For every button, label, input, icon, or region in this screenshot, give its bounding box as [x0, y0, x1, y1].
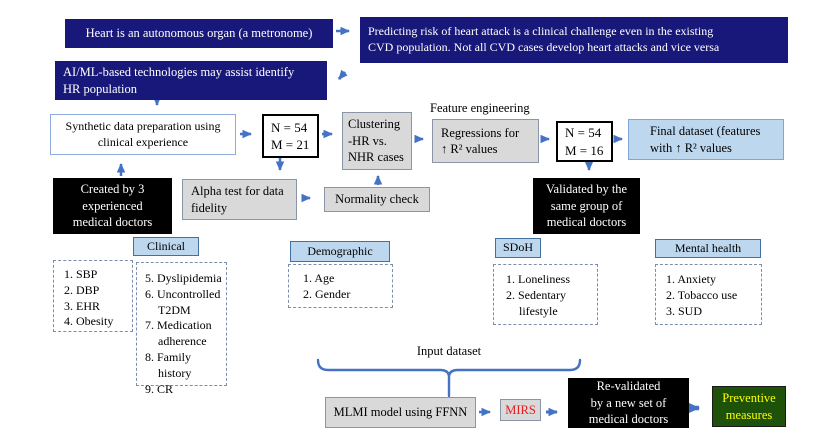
box-mirs: MIRS — [500, 399, 541, 421]
box-mlmi-model-text: MLMI model using FFNN — [333, 405, 468, 420]
box-aiml-text: AI/ML-based technologies may assist iden… — [63, 65, 295, 96]
box-validated-by-doctors-text: Validated by the same group of medical d… — [545, 182, 628, 230]
box-final-dataset-text: Final dataset (features with ↑ R² values — [650, 124, 761, 155]
header-mental-health: Mental health — [655, 239, 761, 258]
box-predicting-risk-text: Predicting risk of heart attack is a cli… — [368, 24, 720, 54]
header-clinical: Clinical — [133, 237, 199, 256]
list-item: 4. Obesity — [64, 314, 114, 329]
list-item: 1. Anxiety — [666, 272, 716, 286]
box-regressions: Regressions for ↑ R² values — [432, 119, 539, 163]
box-mlmi-model: MLMI model using FFNN — [325, 397, 476, 428]
box-n54-m16-text: N = 54 M = 16 — [565, 125, 604, 158]
list-item: 2. Tobacco use — [666, 287, 738, 302]
box-validated-by-doctors: Validated by the same group of medical d… — [533, 178, 640, 234]
box-preventive-measures: Preventive measures — [712, 386, 786, 427]
box-heart-text: Heart is an autonomous organ (a metronom… — [85, 26, 313, 41]
box-mirs-text: MIRS — [505, 402, 536, 417]
label-feature-engineering: Feature engineering — [430, 101, 530, 115]
list-item: 7. Medication adherence — [145, 318, 212, 349]
box-regressions-text: Regressions for ↑ R² values — [441, 125, 520, 157]
input-dataset-brace — [316, 358, 582, 398]
header-clinical-text: Clinical — [147, 238, 185, 253]
list-item: 8. Family history — [145, 350, 192, 380]
box-revalidated-text: Re-validated by a new set of medical doc… — [588, 379, 669, 427]
box-heart: Heart is an autonomous organ (a metronom… — [65, 19, 333, 48]
list-item: 3. EHR — [64, 298, 100, 313]
arrow-predict-to-aiml — [337, 69, 348, 80]
header-sdoh: SDoH — [495, 238, 541, 258]
box-normality-check-text: Normality check — [335, 192, 419, 207]
box-synthetic-data: Synthetic data preparation using clinica… — [50, 114, 236, 155]
box-created-by-doctors: Created by 3 experienced medical doctors — [53, 178, 172, 234]
header-mental-health-text: Mental health — [674, 240, 742, 255]
box-clustering-text: Clustering -HR vs. NHR cases — [348, 117, 404, 165]
box-n54-m21: N = 54 M = 21 — [262, 114, 319, 158]
box-final-dataset: Final dataset (features with ↑ R² values — [628, 119, 784, 160]
box-alpha-test-text: Alpha test for data fidelity — [191, 184, 284, 215]
list-item: 9. CR — [145, 381, 174, 396]
list-item: 6. Uncontrolled T2DM — [145, 286, 221, 317]
list-item: 1. Loneliness — [506, 272, 570, 286]
list-item: 2. DBP — [64, 282, 100, 297]
box-alpha-test: Alpha test for data fidelity — [182, 179, 297, 220]
list-item: 1. SBP — [64, 267, 98, 281]
box-normality-check: Normality check — [324, 187, 430, 212]
header-demographic: Demographic — [290, 241, 390, 262]
box-n54-m21-text: N = 54 M = 21 — [271, 119, 310, 152]
box-preventive-measures-text: Preventive measures — [722, 391, 776, 422]
box-synthetic-data-text: Synthetic data preparation using clinica… — [65, 118, 221, 149]
box-predicting-risk: Predicting risk of heart attack is a cli… — [360, 17, 788, 63]
list-item: 3. SUD — [666, 303, 703, 318]
list-item: 1. Age — [303, 271, 335, 285]
box-created-by-doctors-text: Created by 3 experienced medical doctors — [72, 182, 153, 230]
box-revalidated: Re-validated by a new set of medical doc… — [568, 378, 689, 428]
box-clustering: Clustering -HR vs. NHR cases — [342, 112, 412, 170]
header-sdoh-text: SDoH — [502, 240, 533, 255]
label-input-dataset: Input dataset — [416, 344, 482, 358]
box-aiml: AI/ML-based technologies may assist iden… — [55, 61, 327, 100]
list-item: 5. Dyslipidemia — [145, 271, 222, 285]
box-n54-m16: N = 54 M = 16 — [556, 121, 613, 162]
list-item: 2. Gender — [303, 286, 351, 301]
list-item: 2. Sedentary lifestyle — [506, 287, 566, 318]
header-demographic-text: Demographic — [307, 243, 373, 258]
